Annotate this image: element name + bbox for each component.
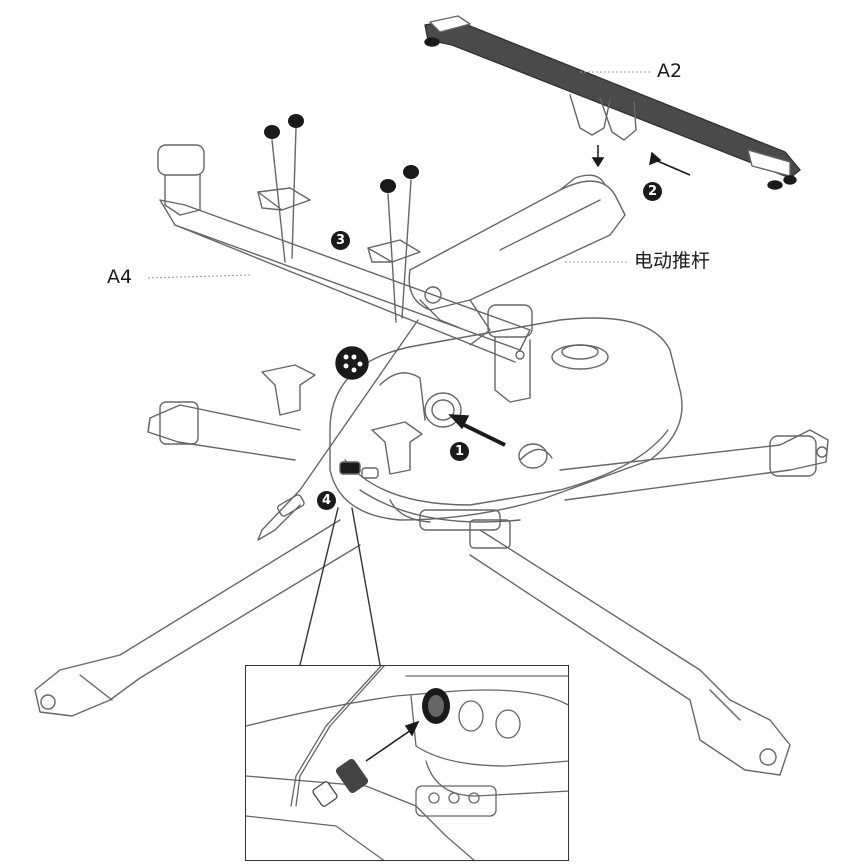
connector-detail-drawing <box>246 666 568 860</box>
step-badge-4: 4 <box>317 491 336 510</box>
label-actuator: 电动推杆 <box>634 250 711 272</box>
body-connector-port <box>339 461 379 479</box>
center-body <box>329 317 683 549</box>
saddle-clamp-a <box>257 187 311 211</box>
callout-line-left <box>299 507 339 666</box>
connector-icon <box>312 688 521 807</box>
label-a2: A2 <box>657 60 683 82</box>
crossbar-a4 <box>157 144 533 403</box>
arm-left-front <box>34 519 361 717</box>
power-cable <box>257 319 419 541</box>
saddle-clamp-b <box>367 239 421 263</box>
arm-left-rear <box>147 401 301 461</box>
step-badge-1: 1 <box>450 442 469 461</box>
arrow-icon <box>365 720 420 762</box>
label-a4: A4 <box>107 266 133 288</box>
knob-icon <box>264 114 419 193</box>
electric-actuator <box>408 174 626 346</box>
label-leaders <box>147 71 652 279</box>
saddle-clamp-d <box>371 421 423 475</box>
vent-grille <box>335 346 369 380</box>
arm-right-front <box>469 529 791 776</box>
callout-line-right <box>351 507 381 666</box>
arm-right-rear <box>559 429 829 501</box>
arrow-icon <box>448 145 691 447</box>
bracket-a2 <box>424 15 801 190</box>
connector-detail-inset <box>245 665 569 861</box>
step-badge-3: 3 <box>331 231 350 250</box>
step-badge-2: 2 <box>643 182 662 201</box>
knob-screws <box>271 127 412 323</box>
saddle-clamp-c <box>261 364 316 416</box>
